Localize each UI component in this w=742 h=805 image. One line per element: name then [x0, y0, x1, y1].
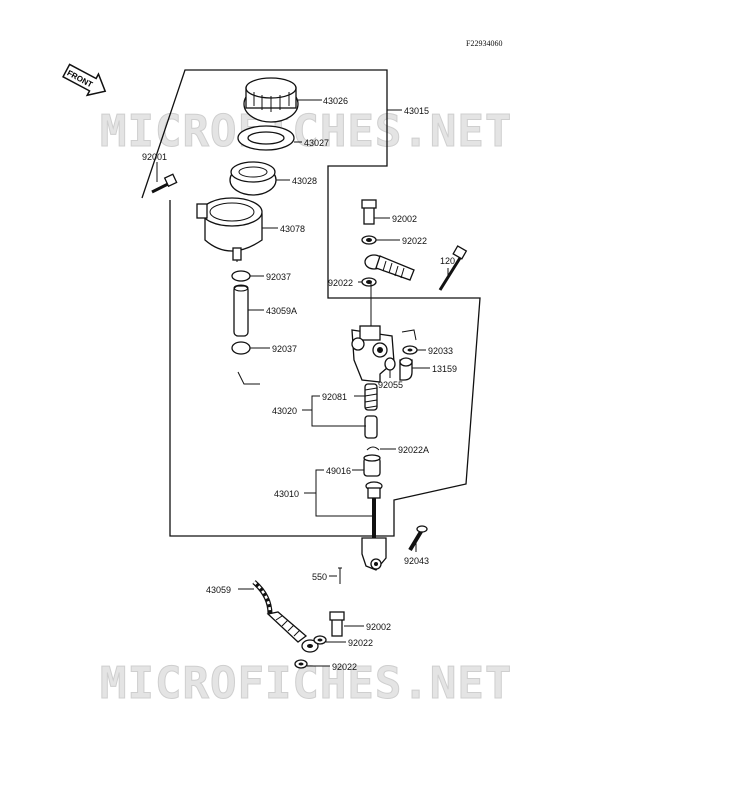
mounting-bolt-120 — [438, 245, 468, 291]
fitting-13159 — [399, 357, 413, 381]
label-43026: 43026 — [323, 96, 348, 106]
label-43078: 43078 — [280, 224, 305, 234]
clamp-bottom — [231, 341, 251, 355]
reservoir-cap — [243, 77, 299, 123]
assembly-frame — [141, 69, 481, 537]
washer-bottom-1 — [313, 635, 327, 645]
diagram-code: F22934060 — [466, 39, 502, 48]
piston — [364, 415, 378, 439]
label-92022-top: 92022 — [402, 236, 427, 246]
label-43015: 43015 — [404, 106, 429, 116]
label-92033: 92033 — [428, 346, 453, 356]
bolt-92001 — [151, 173, 178, 194]
label-43028: 43028 — [292, 176, 317, 186]
cotter-pin-550 — [338, 567, 342, 584]
brake-hose-43059 — [252, 580, 319, 653]
label-92055: 92055 — [378, 380, 403, 390]
label-92043: 92043 — [404, 556, 429, 566]
washer-mid — [361, 277, 377, 287]
washer-top — [361, 235, 377, 245]
label-43020: 43020 — [272, 406, 297, 416]
label-550: 550 — [312, 572, 327, 582]
label-92002-bottom: 92002 — [366, 622, 391, 632]
label-92002-top: 92002 — [392, 214, 417, 224]
oring-92033 — [402, 345, 418, 355]
label-43059: 43059 — [206, 585, 231, 595]
dust-boot-49016 — [363, 454, 381, 477]
hose-direction-mark — [237, 371, 260, 385]
label-13159: 13159 — [432, 364, 457, 374]
label-43027: 43027 — [304, 138, 329, 148]
clevis — [361, 537, 387, 571]
label-92022A: 92022A — [398, 445, 429, 455]
spring-92081 — [364, 383, 378, 411]
circlip-92022A — [366, 446, 380, 451]
fitting-direction-mark — [401, 329, 417, 341]
banjo-bolt-top — [361, 199, 377, 225]
diaphragm — [229, 161, 277, 196]
label-92022-mid: 92022 — [328, 278, 353, 288]
clamp-top — [231, 270, 251, 282]
label-92001: 92001 — [142, 152, 167, 162]
clevis-pin-92043 — [408, 525, 428, 552]
label-92022-bottom-1: 92022 — [348, 638, 373, 648]
hose-43059A — [233, 284, 249, 337]
washer-bottom-2 — [294, 659, 308, 669]
banjo-fitting — [364, 254, 415, 281]
label-120: 120 — [440, 256, 455, 266]
reservoir-tank — [196, 197, 263, 262]
label-43059A: 43059A — [266, 306, 297, 316]
label-92081: 92081 — [322, 392, 347, 402]
watermark-top: MICROFICHES.NET — [100, 106, 512, 157]
label-43010: 43010 — [274, 489, 299, 499]
label-92037-top: 92037 — [266, 272, 291, 282]
master-cylinder-body — [351, 325, 395, 383]
label-49016: 49016 — [326, 466, 351, 476]
push-rod — [365, 481, 383, 540]
diaphragm-plate — [237, 125, 295, 151]
front-arrow-icon: FRONT — [62, 63, 107, 97]
banjo-bolt-bottom — [329, 611, 345, 637]
label-92037-bottom: 92037 — [272, 344, 297, 354]
leader-lines — [156, 99, 449, 667]
oring-92055 — [384, 357, 396, 371]
label-92022-bottom-2: 92022 — [332, 662, 357, 672]
